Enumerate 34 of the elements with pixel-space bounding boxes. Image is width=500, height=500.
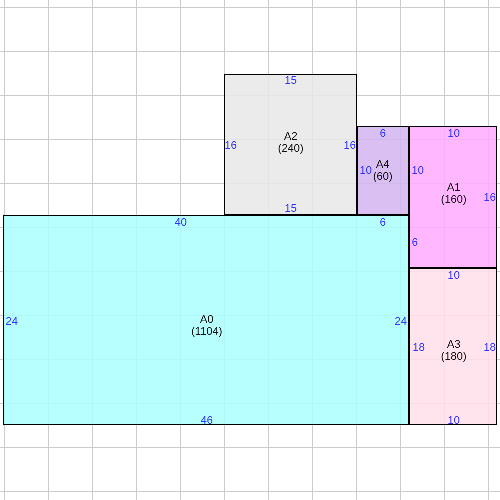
- dimension-label: 16: [344, 140, 356, 152]
- dimension-label: 16: [484, 192, 496, 204]
- dimension-label: 10: [360, 165, 372, 177]
- area-rectangle: [224, 74, 357, 215]
- area-rectangle: [357, 126, 409, 215]
- dimension-label: 6: [380, 128, 386, 140]
- dimension-label: 10: [412, 165, 424, 177]
- dimension-label: 10: [448, 128, 460, 140]
- dimension-label: 18: [484, 342, 496, 354]
- area-name: A3: [447, 339, 461, 351]
- area-rectangle: [409, 126, 497, 268]
- dimension-label: 24: [6, 316, 18, 328]
- area-rectangle: [3, 215, 409, 425]
- area-name: A2: [284, 131, 298, 143]
- area-name: A4: [376, 159, 390, 171]
- dimension-label: 10: [448, 270, 460, 282]
- dimension-label: 40: [174, 217, 188, 229]
- area-value: (1104): [192, 326, 222, 338]
- dimension-label: 16: [224, 140, 238, 152]
- area-value: (180): [441, 351, 467, 363]
- dimension-label: 6: [412, 237, 418, 249]
- area-rectangle: [409, 268, 497, 425]
- dimension-label: 18: [412, 342, 426, 354]
- area-name: A0: [200, 314, 214, 326]
- area-value: (160): [441, 194, 467, 206]
- dimension-label: 15: [284, 203, 298, 215]
- dimension-label: 10: [448, 415, 460, 427]
- dimension-label: 6: [380, 217, 386, 229]
- dimension-label: 24: [394, 316, 408, 328]
- area-value: (240): [278, 143, 304, 155]
- area-value: (60): [373, 171, 393, 183]
- dimension-label: 46: [200, 415, 214, 427]
- dimension-label: 15: [284, 75, 298, 87]
- area-name: A1: [447, 182, 461, 194]
